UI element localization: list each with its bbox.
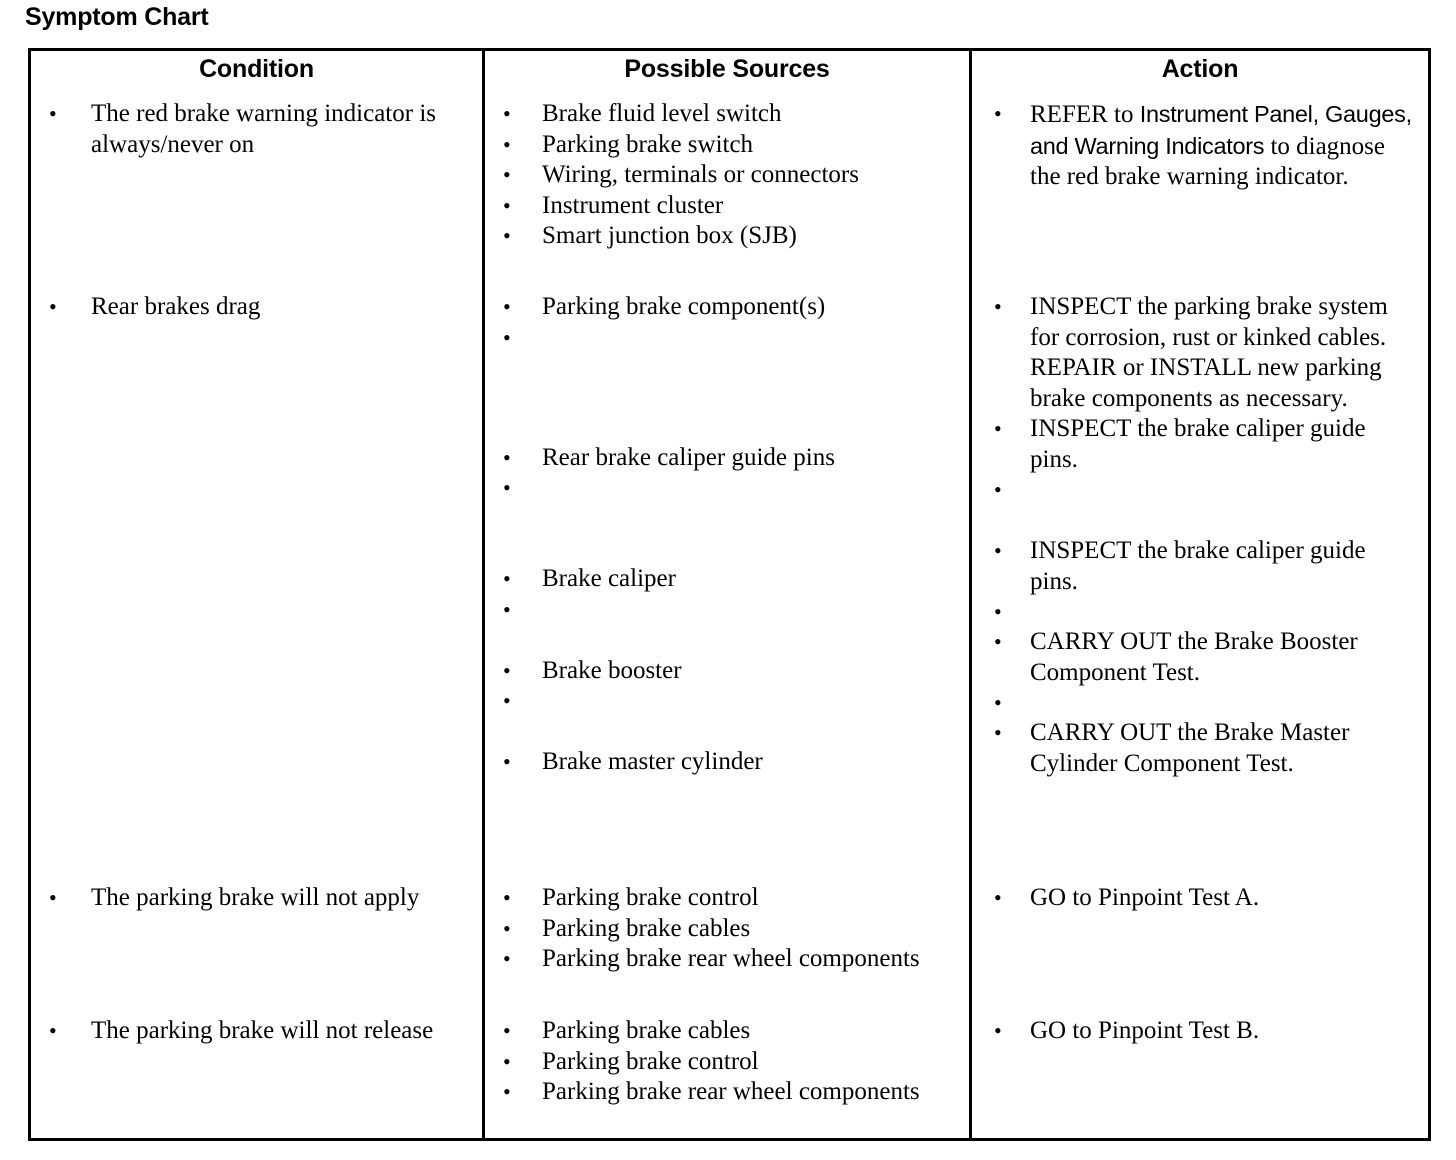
cell-condition: Rear brakes drag xyxy=(30,282,484,873)
list-item: Brake booster xyxy=(485,656,961,687)
list-item: The red brake warning indicator is alway… xyxy=(31,99,474,160)
spacer xyxy=(972,475,1420,536)
table-body: The red brake warning indicator is alway… xyxy=(30,89,1430,1139)
cell-action: REFER to Instrument Panel, Gauges, and W… xyxy=(969,89,1430,282)
symptom-chart-table: Condition Possible Sources Action The re… xyxy=(28,48,1431,1141)
action-tail-text: to diagnose the red brake warning indica… xyxy=(1030,132,1386,191)
list-item: GO to Pinpoint Test A. xyxy=(972,883,1420,914)
list-item: The parking brake will not apply xyxy=(31,883,474,914)
list-item: Parking brake component(s) xyxy=(485,292,961,323)
column-header-possible-sources: Possible Sources xyxy=(482,49,971,89)
list-item: INSPECT the brake caliper guide pins. xyxy=(972,414,1420,475)
list-item: Rear brake caliper guide pins xyxy=(485,443,961,474)
column-header-action: Action xyxy=(969,49,1430,89)
cell-possible-sources: Parking brake cables Parking brake contr… xyxy=(482,1006,971,1139)
list-item: INSPECT the parking brake system for cor… xyxy=(972,292,1420,414)
table-row: The parking brake will not apply Parking… xyxy=(30,873,1430,1006)
spacer xyxy=(972,688,1420,719)
list-item: Parking brake control xyxy=(485,1047,961,1078)
list-item: GO to Pinpoint Test B. xyxy=(972,1016,1420,1047)
spacer xyxy=(485,323,961,443)
list-item: Parking brake rear wheel components xyxy=(485,944,961,975)
action-lead-text: REFER to xyxy=(1030,101,1140,128)
column-header-condition: Condition xyxy=(199,55,314,83)
list-item: Parking brake control xyxy=(485,883,961,914)
action-list: REFER to Instrument Panel, Gauges, and W… xyxy=(972,89,1428,205)
action-list: GO to Pinpoint Test A. xyxy=(972,873,1428,926)
cross-reference-link[interactable]: Instrument Panel, Gauges, and Warning In… xyxy=(1030,101,1412,159)
table-row: The red brake warning indicator is alway… xyxy=(30,89,1430,282)
possible-sources-list: Brake fluid level switch Parking brake s… xyxy=(485,89,969,264)
list-item: Parking brake switch xyxy=(485,130,961,161)
list-item: Instrument cluster xyxy=(485,191,961,222)
possible-sources-list: Parking brake control Parking brake cabl… xyxy=(485,873,969,987)
cell-possible-sources: Parking brake control Parking brake cabl… xyxy=(482,873,971,1006)
header-row: Condition Possible Sources Action xyxy=(30,49,1430,89)
spacer xyxy=(485,686,961,747)
condition-list: The parking brake will not apply xyxy=(31,873,482,926)
possible-sources-list: Parking brake component(s) Rear brake ca… xyxy=(485,282,969,790)
page-title: Symptom Chart xyxy=(25,3,209,31)
table-header: Condition Possible Sources Action xyxy=(30,49,1430,89)
cell-action: GO to Pinpoint Test B. xyxy=(969,1006,1430,1139)
spacer xyxy=(485,595,961,656)
cell-possible-sources: Brake fluid level switch Parking brake s… xyxy=(482,89,971,282)
list-item: CARRY OUT the Brake Booster Component Te… xyxy=(972,627,1420,688)
list-item: Parking brake rear wheel components xyxy=(485,1077,961,1108)
condition-list: Rear brakes drag xyxy=(31,282,482,335)
spacer xyxy=(485,473,961,564)
cell-possible-sources: Parking brake component(s) Rear brake ca… xyxy=(482,282,971,873)
cell-action: GO to Pinpoint Test A. xyxy=(969,873,1430,1006)
list-item: Brake master cylinder xyxy=(485,747,961,778)
list-item: CARRY OUT the Brake Master Cylinder Comp… xyxy=(972,718,1420,779)
cell-condition: The parking brake will not release xyxy=(30,1006,484,1139)
list-item: REFER to Instrument Panel, Gauges, and W… xyxy=(972,99,1420,193)
condition-list: The parking brake will not release xyxy=(31,1006,482,1059)
list-item: Brake fluid level switch xyxy=(485,99,961,130)
list-item: Wiring, terminals or connectors xyxy=(485,160,961,191)
spacer xyxy=(972,597,1420,628)
list-item: Parking brake cables xyxy=(485,914,961,945)
action-list: INSPECT the parking brake system for cor… xyxy=(972,282,1428,791)
condition-list: The red brake warning indicator is alway… xyxy=(31,89,482,172)
table-row: Rear brakes drag Parking brake component… xyxy=(30,282,1430,873)
table-row: The parking brake will not release Parki… xyxy=(30,1006,1430,1139)
list-item: Parking brake cables xyxy=(485,1016,961,1047)
list-item: Rear brakes drag xyxy=(31,292,474,323)
list-item: INSPECT the brake caliper guide pins. xyxy=(972,536,1420,597)
list-item: Brake caliper xyxy=(485,564,961,595)
cell-condition: The parking brake will not apply xyxy=(30,873,484,1006)
list-item: Smart junction box (SJB) xyxy=(485,221,961,252)
action-list: GO to Pinpoint Test B. xyxy=(972,1006,1428,1059)
possible-sources-list: Parking brake cables Parking brake contr… xyxy=(485,1006,969,1120)
cell-action: INSPECT the parking brake system for cor… xyxy=(969,282,1430,873)
list-item: The parking brake will not release xyxy=(31,1016,474,1047)
cell-condition: The red brake warning indicator is alway… xyxy=(30,89,484,282)
